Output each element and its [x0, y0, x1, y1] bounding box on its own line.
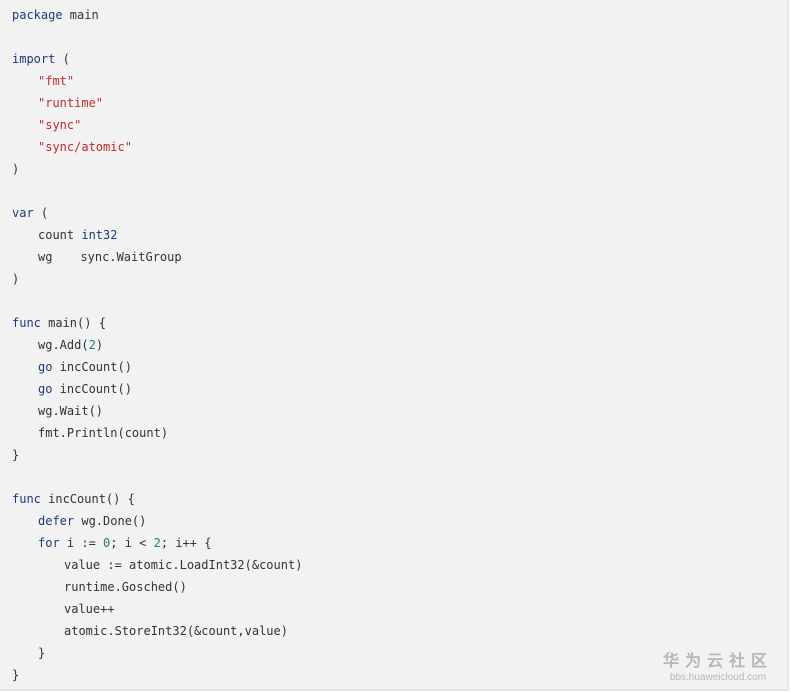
- go-call-line: go incCount(): [12, 378, 302, 400]
- outer-close-brace: }: [12, 668, 20, 682]
- for-keyword: for: [38, 536, 60, 550]
- go-source-code: package main import ( "fmt" "runtime" "sync"…: [12, 4, 302, 686]
- defer-keyword: defer: [38, 514, 75, 528]
- var-wg-name: wg: [38, 250, 53, 264]
- import-open-paren: (: [55, 52, 70, 66]
- func-keyword: func: [12, 316, 41, 330]
- var-count-name: count: [38, 228, 82, 242]
- import-line: "sync": [12, 114, 302, 136]
- println-line: fmt.Println(count): [12, 422, 302, 444]
- blank-line: [12, 466, 302, 488]
- waitgroup-type: sync.WaitGroup: [80, 250, 182, 264]
- close-paren: ): [12, 162, 20, 176]
- wg-add-number: 2: [88, 338, 96, 352]
- for-zero: 0: [103, 536, 111, 550]
- go-call-line: go incCount(): [12, 356, 302, 378]
- inccount-close-line: }: [12, 664, 302, 686]
- main-func-line: func main() {: [12, 312, 302, 334]
- import-string: "runtime": [38, 96, 104, 110]
- wg-add-prefix: wg.Add(: [38, 338, 89, 352]
- load-line: value := atomic.LoadInt32(&count): [12, 554, 302, 576]
- func-keyword: func: [12, 492, 41, 506]
- var-count-line: count int32: [12, 224, 302, 246]
- import-line: "sync/atomic": [12, 136, 302, 158]
- increment-line: value++: [12, 598, 302, 620]
- main-close-line: }: [12, 444, 302, 466]
- wg-wait-line: wg.Wait(): [12, 400, 302, 422]
- for-two: 2: [153, 536, 161, 550]
- inner-close-brace: }: [38, 646, 46, 660]
- go-call: incCount(): [52, 382, 132, 396]
- gosched-call: runtime.Gosched(): [64, 580, 187, 594]
- import-string: "fmt": [38, 74, 75, 88]
- code-line-1: package main: [12, 4, 302, 26]
- go-keyword: go: [38, 360, 53, 374]
- wg-wait: wg.Wait(): [38, 404, 104, 418]
- go-call: incCount(): [52, 360, 132, 374]
- for-head-part: i :=: [59, 536, 104, 550]
- code-line-3: import (: [12, 48, 302, 70]
- import-line: "runtime": [12, 92, 302, 114]
- package-keyword: package: [12, 8, 63, 22]
- var-keyword: var: [12, 206, 34, 220]
- close-paren: ): [12, 272, 20, 286]
- defer-call: wg.Done(): [74, 514, 147, 528]
- var-close-line: ): [12, 268, 302, 290]
- for-head-part: ; i++ {: [160, 536, 212, 550]
- inccount-signature: incCount() {: [40, 492, 135, 506]
- import-string: "sync/atomic": [38, 140, 132, 154]
- for-close-line: }: [12, 642, 302, 664]
- inccount-func-line: func incCount() {: [12, 488, 302, 510]
- var-open-paren: (: [33, 206, 49, 220]
- var-line: var (: [12, 202, 302, 224]
- for-head-part: ; i <: [110, 536, 154, 550]
- int32-type: int32: [81, 228, 118, 242]
- close-brace: }: [12, 448, 20, 462]
- increment-statement: value++: [64, 602, 115, 616]
- import-close-line: ): [12, 158, 302, 180]
- println-call: fmt.Println(count): [38, 426, 169, 440]
- for-line: for i := 0; i < 2; i++ {: [12, 532, 302, 554]
- import-string: "sync": [38, 118, 82, 132]
- gosched-line: runtime.Gosched(): [12, 576, 302, 598]
- var-wg-line: wg sync.WaitGroup: [12, 246, 302, 268]
- watermark-title: 华为云社区: [662, 651, 773, 670]
- import-line: "fmt": [12, 70, 302, 92]
- load-call: value := atomic.LoadInt32(&count): [64, 558, 303, 572]
- package-name: main: [62, 8, 99, 22]
- watermark-url: bbs.huaweicloud.com: [669, 672, 767, 683]
- import-keyword: import: [12, 52, 56, 66]
- huawei-cloud-watermark: 华为云社区 bbs.huaweicloud.com: [663, 647, 773, 683]
- main-func-signature: main() {: [40, 316, 106, 330]
- blank-line: [12, 290, 302, 312]
- store-call: atomic.StoreInt32(&count,value): [64, 624, 288, 638]
- defer-line: defer wg.Done(): [12, 510, 302, 532]
- store-line: atomic.StoreInt32(&count,value): [12, 620, 302, 642]
- wg-add-suffix: ): [95, 338, 104, 352]
- go-keyword: go: [38, 382, 53, 396]
- wg-add-line: wg.Add(2): [12, 334, 302, 356]
- blank-line: [12, 26, 302, 48]
- blank-line: [12, 180, 302, 202]
